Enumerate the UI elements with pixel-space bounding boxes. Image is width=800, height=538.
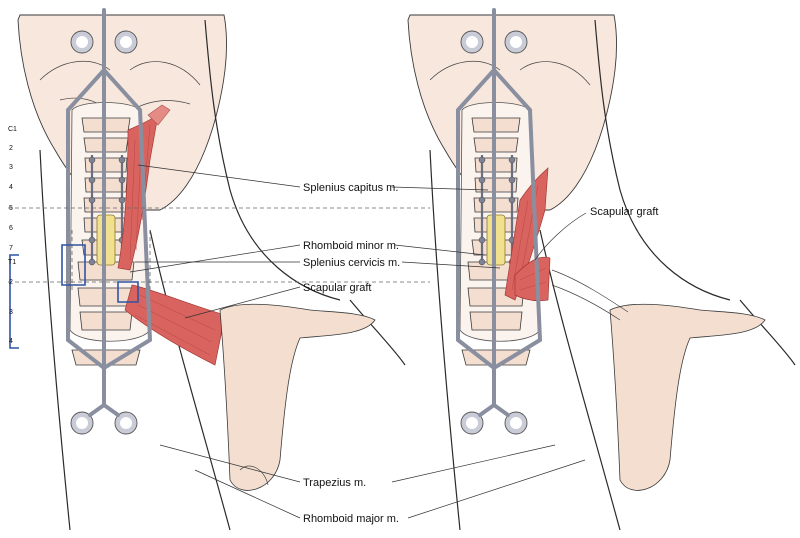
shoulder-right-outline — [739, 299, 796, 366]
highlight-box-right — [117, 281, 139, 303]
scapula-left — [219, 303, 376, 491]
right-panel — [407, 8, 796, 531]
level-t1: T1 — [8, 259, 16, 266]
level-3: 3 — [9, 164, 13, 171]
splenius-capitus-muscle-left — [117, 114, 159, 271]
label-rhomboid-major: Rhomboid major m. — [303, 513, 399, 525]
skull-lines-left — [39, 60, 201, 111]
trapezius-strip-left — [147, 104, 171, 126]
back-left-outline — [39, 149, 71, 531]
neck-left-outline — [204, 19, 341, 301]
neck-right-outline — [594, 19, 731, 301]
scapular-graft-muscle-right — [514, 256, 551, 302]
highlight-box-left — [61, 244, 86, 286]
level-labels: C1 2 3 4 5 6 7 T1 2 3 4 — [8, 126, 17, 345]
level-t2: 2 — [9, 279, 13, 286]
level-5: 5 — [9, 205, 13, 212]
label-splenius-capitus: Splenius capitus m. — [303, 182, 398, 194]
screws-right — [478, 156, 516, 266]
level-4: 4 — [9, 184, 13, 191]
labels: Splenius capitus m. Scapular graft Rhomb… — [303, 182, 658, 525]
scapula-right — [609, 303, 766, 491]
leader-lines — [129, 164, 587, 519]
shoulder-left-outline — [349, 299, 406, 366]
level-c1: C1 — [8, 126, 17, 133]
label-trapezius: Trapezius m. — [303, 477, 366, 489]
level-2: 2 — [9, 145, 13, 152]
retractor-left — [66, 8, 152, 435]
level-7: 7 — [9, 245, 13, 252]
level-6: 6 — [9, 225, 13, 232]
torso-left-outline — [149, 229, 231, 531]
level-bracket — [9, 254, 19, 349]
back-right-outline — [429, 149, 461, 531]
level-t4: 4 — [9, 338, 13, 345]
label-scapular-graft-right: Scapular graft — [590, 206, 658, 218]
level-t3: 3 — [9, 309, 13, 316]
left-panel: C1 2 3 4 5 6 7 T1 2 3 4 — [8, 8, 430, 531]
torso-right-outline — [539, 229, 621, 531]
label-scapular-graft-left: Scapular graft — [303, 282, 371, 294]
retractor-right — [456, 8, 542, 435]
label-splenius-cervicis: Splenius cervicis m. — [303, 257, 400, 269]
label-rhomboid-minor: Rhomboid minor m. — [303, 240, 399, 252]
